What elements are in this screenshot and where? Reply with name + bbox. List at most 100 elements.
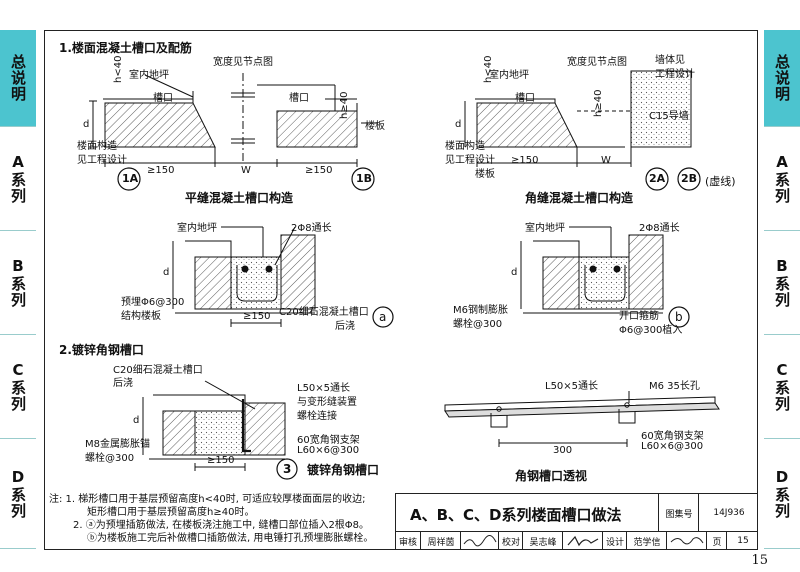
label-slot-1b: 槽口 [289, 93, 309, 104]
drawing-sheet: 1.楼面混凝土槽口及配筋 室内地坪 槽口 宽度见节点图 槽口 楼板 楼面构造 见… [44, 30, 758, 550]
label-post-pour-a: 后浇 [335, 321, 355, 332]
caption-perspective: 角钢槽口透视 [515, 469, 588, 483]
label-rebar-b: 2Φ8通长 [639, 223, 680, 234]
right-series-tabs: 总说明 A系列 B系列 C系列 D系列 [764, 30, 800, 549]
label-w-1: W [241, 165, 251, 176]
tab-general-left[interactable]: 总说明 [0, 30, 36, 127]
label-h40-1a: h<40 [113, 55, 124, 83]
drawing-linework [89, 70, 720, 480]
title-row: A、B、C、D系列楼面槽口做法 图集号 14J936 [396, 493, 758, 532]
tab-series-c-left[interactable]: C系列 [0, 334, 36, 439]
section2-title: 2.镀锌角钢槽口 [59, 343, 144, 357]
label-floor-slab-2: 楼板 [475, 169, 495, 180]
label-c20-slot: C20细石混凝土槽口 [279, 307, 369, 318]
note-line-4: ⓑ为楼板施工完后补做槽口插筋做法, 用电锤打孔预埋膨胀螺栓。 [87, 533, 374, 544]
slab-1b [276, 110, 358, 148]
tab-series-a-right[interactable]: A系列 [764, 126, 800, 231]
label-ge150-a: ≥150 [243, 311, 271, 322]
label-m8: M8金属膨胀锚 [85, 439, 150, 450]
label-indoor-floor-1a: 室内地坪 [129, 70, 169, 81]
label-width-node-1: 宽度见节点图 [213, 57, 273, 68]
label-slot-1a: 槽口 [153, 93, 173, 104]
tab-series-d-left[interactable]: D系列 [0, 438, 36, 549]
label-see-design-2: 见工程设计 [445, 155, 495, 166]
check-label: 校对 [498, 532, 523, 550]
label-m6-hole: M6 35长孔 [649, 381, 700, 392]
label-hge40-1b: h≥40 [339, 91, 350, 119]
tab-series-d-right[interactable]: D系列 [764, 438, 800, 549]
label-wall-see: 墙体见 [655, 55, 685, 66]
label-c15: C15导墙 [649, 111, 689, 122]
note-num-2: 2. [73, 520, 83, 531]
c15-guide-wall [630, 70, 692, 148]
left-series-tabs: 总说明 A系列 B系列 C系列 D系列 [0, 30, 36, 549]
label-indoor-floor-2: 室内地坪 [489, 70, 529, 81]
drawing-title: A、B、C、D系列楼面槽口做法 [410, 506, 622, 524]
caption-flat-joint: 平缝混凝土槽口构造 [185, 191, 294, 205]
label-h40-2: h<40 [483, 55, 494, 83]
page-number: 15 [751, 553, 768, 568]
label-bracket-spec-persp: L60×6@300 [641, 441, 704, 452]
label-pre-bar: 预埋Φ6@300 [121, 297, 185, 308]
badge-2b: 2B [681, 172, 698, 185]
label-bolt-300: 螺栓@300 [453, 319, 503, 330]
note-line-1: 梯形槽口用于基层预留高度h<40时, 可适应较厚楼面面层的收边; [78, 494, 366, 505]
label-floor-slab-1b: 楼板 [365, 121, 385, 132]
label-d-b: d [511, 267, 518, 278]
badge-b: b [675, 310, 683, 324]
caption-corner-joint: 角缝混凝土槽口构造 [525, 191, 634, 205]
label-m6-bolt: M6钢制膨胀 [453, 305, 508, 316]
tab-series-c-right[interactable]: C系列 [764, 334, 800, 439]
note-line-3: ⓐ为预埋插筋做法, 在楼板浇注施工中, 缝槽口部位插入2根Φ8。 [85, 520, 370, 531]
label-d-3: d [133, 415, 140, 426]
badge-1b-circle [351, 167, 375, 191]
badge-a: a [379, 310, 387, 324]
label-struct-slab: 结构楼板 [121, 311, 161, 322]
page-label: 页 [706, 532, 727, 550]
label-connect1: 与变形缝装置 [297, 397, 357, 408]
label-d-a: d [163, 267, 170, 278]
badge-2a: 2A [649, 172, 666, 185]
label-open-hook: 开口箍筋 [619, 311, 659, 322]
label-c20-3: C20细石混凝土槽口 [113, 365, 203, 376]
c20-slot-3 [194, 410, 246, 456]
label-bracket-persp: 60宽角钢支架 [641, 431, 704, 442]
label-dim300: 300 [553, 445, 573, 456]
label-bracket-3: 60宽角钢支架 [297, 435, 360, 446]
tab-series-a-left[interactable]: A系列 [0, 126, 36, 231]
label-slot-2: 槽口 [515, 93, 535, 104]
label-indoor-floor-b: 室内地坪 [525, 223, 565, 234]
checker-signature [562, 532, 603, 550]
label-l50-persp: L50×5通长 [545, 381, 599, 392]
label-indoor-floor-a: 室内地坪 [177, 223, 217, 234]
label-post-pour-3: 后浇 [113, 378, 133, 389]
label-w-2: W [601, 155, 611, 166]
dashed-note: (虚线) [705, 175, 736, 188]
design-label: 设计 [602, 532, 627, 550]
tab-series-b-left[interactable]: B系列 [0, 230, 36, 335]
label-bolt300-3: 螺栓@300 [85, 453, 135, 464]
slab-1a [104, 102, 216, 148]
label-floor-struct-1: 楼面构造 [77, 141, 117, 152]
tab-general-right[interactable]: 总说明 [764, 30, 800, 127]
notes-prefix: 注: 1. [49, 494, 76, 505]
page-value: 15 [726, 532, 759, 550]
label-wall-design: 工程设计 [655, 69, 695, 80]
designer-signature [666, 532, 707, 550]
label-rebar-a: 2Φ8通长 [291, 223, 332, 234]
label-bracket-spec-3: L60×6@300 [297, 445, 360, 456]
label-d-2: d [455, 119, 462, 130]
signature-row: 审核 周祥茵 校对 吴志峰 设计 范学信 页 15 [396, 531, 758, 550]
reviewer-signature [460, 532, 499, 550]
label-ge150-1a: ≥150 [147, 165, 175, 176]
review-label: 审核 [398, 537, 417, 548]
tab-series-b-right[interactable]: B系列 [764, 230, 800, 335]
badge-1b: 1B [356, 172, 373, 185]
note-line-2: 矩形槽口用于基层预留高度h≥40时。 [87, 507, 255, 518]
label-ge150-3: ≥150 [207, 455, 235, 466]
reviewer-name: 周祥茵 [420, 532, 461, 550]
caption-galvanized-slot: 镀锌角钢槽口 [307, 463, 380, 477]
label-hge40-2: h≥40 [593, 89, 604, 117]
label-l50-3: L50×5通长 [297, 383, 351, 394]
label-floor-struct-2: 楼面构造 [445, 141, 485, 152]
